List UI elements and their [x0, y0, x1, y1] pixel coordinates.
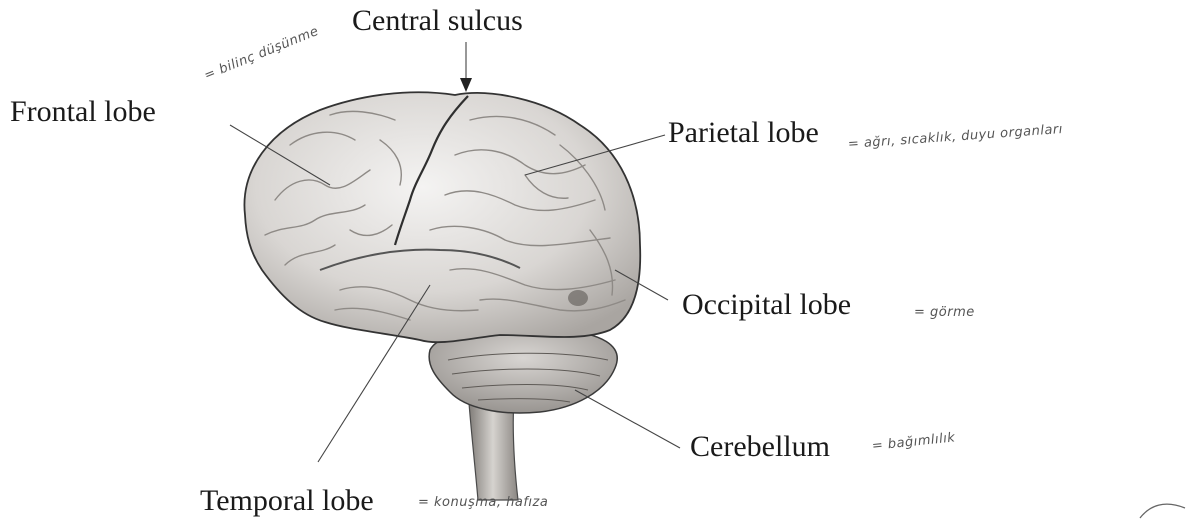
occipital-lobe-label: Occipital lobe: [682, 290, 851, 320]
cerebellum-label: Cerebellum: [690, 432, 830, 462]
frontal-lobe-label: Frontal lobe: [10, 97, 156, 127]
temporal-annotation: = konuşma, hafıza: [418, 496, 548, 509]
central-sulcus-arrowhead: [460, 78, 472, 92]
corner-mark: [1140, 504, 1185, 518]
leader-cerebellum: [575, 390, 680, 448]
parietal-lobe-label: Parietal lobe: [668, 118, 819, 148]
temporal-lobe-label: Temporal lobe: [200, 486, 374, 516]
central-sulcus-label: Central sulcus: [352, 6, 523, 36]
occipital-annotation: = görme: [914, 306, 975, 319]
occipital-shadow: [568, 290, 588, 306]
